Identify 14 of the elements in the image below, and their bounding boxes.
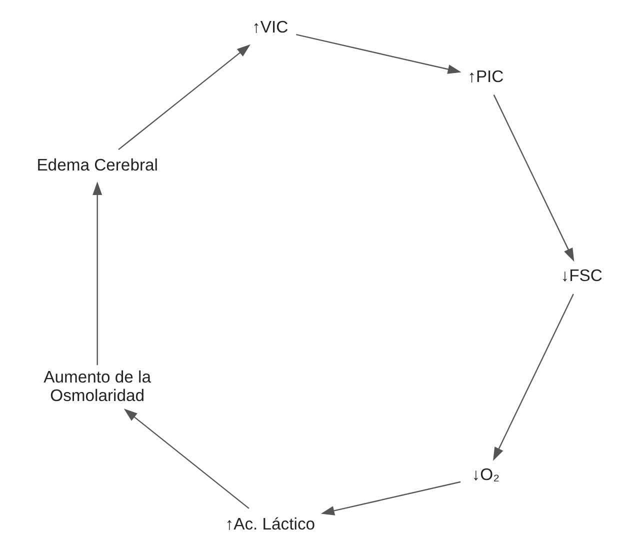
node-text: ↓O₂ bbox=[472, 465, 500, 484]
node-text: Edema Cerebral bbox=[36, 156, 158, 175]
arrow bbox=[118, 44, 250, 150]
arrow bbox=[493, 294, 574, 461]
node-text: ↑VIC bbox=[252, 18, 288, 37]
node-text: ↑PIC bbox=[468, 66, 504, 86]
arrow bbox=[320, 481, 461, 516]
node-text: ↓FSC bbox=[560, 266, 602, 286]
node-text: Aumento de la Osmolaridad bbox=[44, 367, 152, 405]
arrow bbox=[493, 94, 574, 262]
arrow bbox=[92, 182, 102, 366]
node-text: ↑Ac. Láctico bbox=[225, 514, 316, 534]
arrow bbox=[296, 34, 462, 74]
arrow bbox=[124, 408, 250, 509]
